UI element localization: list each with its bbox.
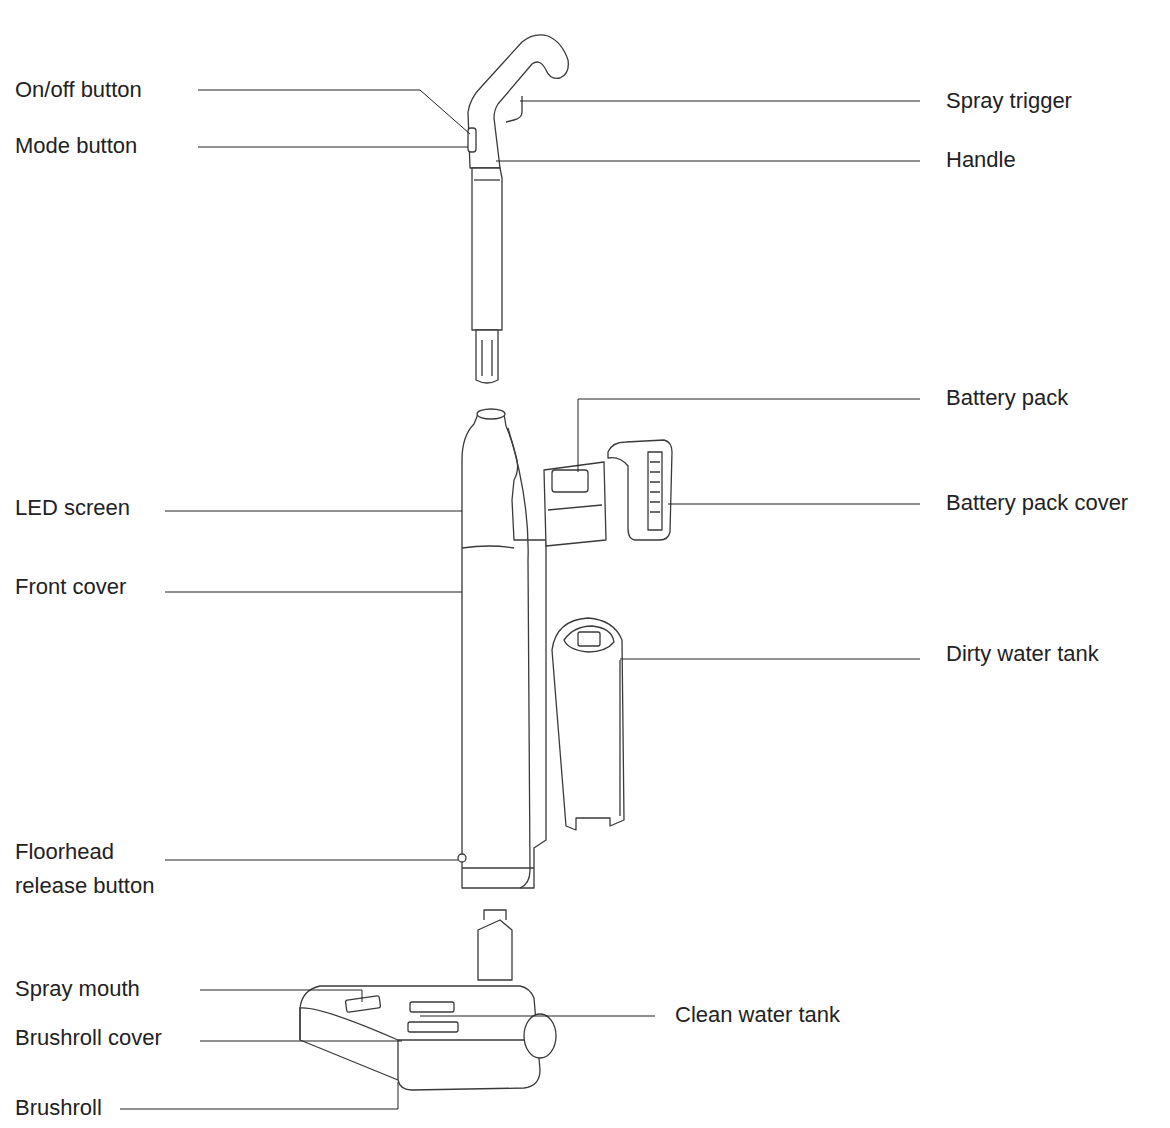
release-button-shape — [458, 854, 466, 862]
handle-connector — [476, 330, 498, 383]
dirty-tank-shape — [552, 618, 624, 830]
leader-line — [165, 511, 462, 512]
part-label: Spray mouth — [15, 972, 215, 1006]
illustration — [300, 35, 672, 1090]
leader-line — [198, 90, 470, 134]
body-top-opening — [477, 409, 505, 419]
body-rail — [508, 428, 530, 888]
main-body — [462, 411, 546, 888]
part-label: Front cover — [15, 570, 215, 604]
leader-line — [520, 101, 920, 102]
part-label: Clean water tank — [675, 998, 915, 1032]
handle-tube — [472, 168, 502, 330]
dirty-tank-edge — [619, 660, 620, 816]
leader-line — [165, 860, 458, 861]
part-label: On/off button — [15, 73, 215, 107]
leader-line — [578, 399, 920, 472]
battery-cover-ribs — [648, 452, 662, 530]
part-label: Dirty water tank — [946, 637, 1166, 671]
screen-seam — [462, 546, 514, 548]
handle-seam — [474, 179, 500, 180]
battery-cover-grip — [650, 462, 660, 512]
leader-line — [200, 1041, 402, 1042]
part-label: Handle — [946, 143, 1166, 177]
part-label: LED screen — [15, 491, 215, 525]
leader-line — [165, 592, 462, 593]
part-label: Mode button — [15, 129, 215, 163]
dirty-tank-window — [578, 632, 600, 646]
leader-line — [420, 1016, 655, 1017]
battery-pack-shape — [544, 462, 606, 546]
leader-line — [200, 990, 362, 1002]
dirty-tank-lid — [564, 626, 614, 652]
body-base-line — [462, 867, 534, 868]
part-label: Brushroll cover — [15, 1021, 215, 1055]
tank-window — [408, 1022, 458, 1032]
brushroll-cover-edge — [300, 1008, 398, 1080]
leader-line — [620, 659, 920, 660]
leader-line — [198, 147, 468, 148]
part-label: Spray trigger — [946, 84, 1166, 118]
floorhead-body — [300, 986, 540, 1090]
handle-connector-detail — [482, 340, 492, 376]
floorhead-seam — [398, 1039, 530, 1040]
part-label: Battery pack — [946, 381, 1166, 415]
battery-cover-shape — [608, 440, 672, 540]
button-shape — [468, 128, 476, 152]
spray-trigger-shape — [506, 96, 522, 122]
tank-window — [410, 1002, 454, 1012]
battery-seam — [548, 505, 602, 510]
part-label: Battery pack cover — [946, 486, 1170, 520]
spray-mouth-shape — [345, 996, 380, 1013]
leader-line — [120, 1082, 398, 1109]
leader-lines — [120, 90, 920, 1109]
floorhead-neck — [478, 920, 512, 980]
leader-line — [668, 504, 920, 505]
floorhead-neck-top — [484, 910, 506, 920]
part-label: Brushroll — [15, 1091, 215, 1125]
leader-line — [496, 161, 920, 162]
battery-terminal — [552, 470, 588, 492]
part-label: Floorhead release button — [15, 835, 175, 903]
floorhead-wheel — [524, 1014, 556, 1058]
